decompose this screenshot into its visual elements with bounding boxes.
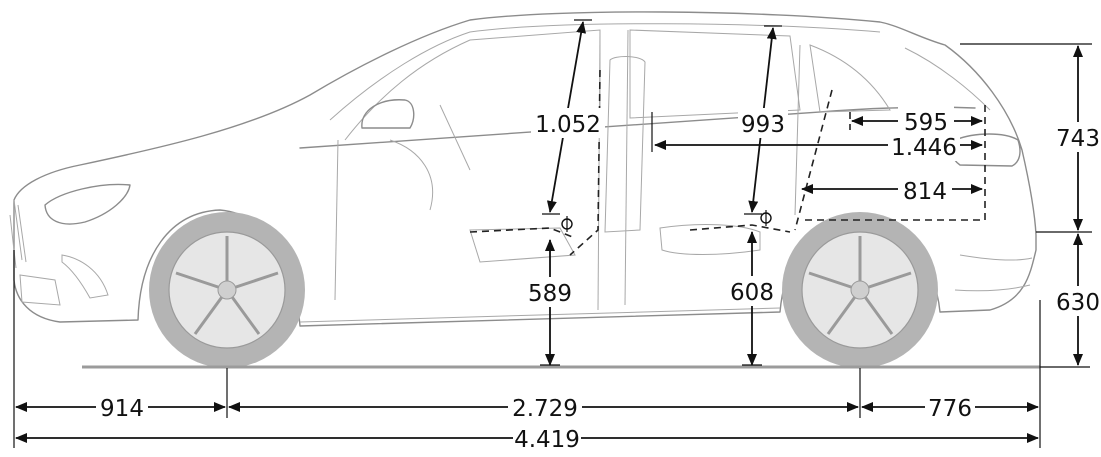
rear-overhang-label: 776 bbox=[928, 396, 972, 422]
interior-length-label: 1.446 bbox=[891, 135, 957, 161]
rear-height-upper-label: 743 bbox=[1056, 126, 1100, 152]
rear-wheel bbox=[782, 212, 938, 368]
front-wheel bbox=[149, 212, 305, 368]
front-headroom-label: 1.052 bbox=[535, 112, 601, 138]
rear-height-lower-label: 630 bbox=[1056, 290, 1100, 316]
front-seat-height-label: 589 bbox=[528, 281, 572, 307]
rear-seat-height-label: 608 bbox=[730, 280, 774, 306]
dimension-labels: 1.052 993 595 1.446 814 743 589 608 630 … bbox=[96, 106, 1100, 453]
overall-length-label: 4.419 bbox=[514, 427, 580, 452]
front-overhang-label: 914 bbox=[100, 396, 144, 422]
load-length-label: 814 bbox=[903, 179, 947, 205]
interior-reference-lines bbox=[469, 69, 986, 256]
rear-headroom-label: 993 bbox=[741, 112, 785, 138]
wheelbase-label: 2.729 bbox=[512, 396, 578, 422]
